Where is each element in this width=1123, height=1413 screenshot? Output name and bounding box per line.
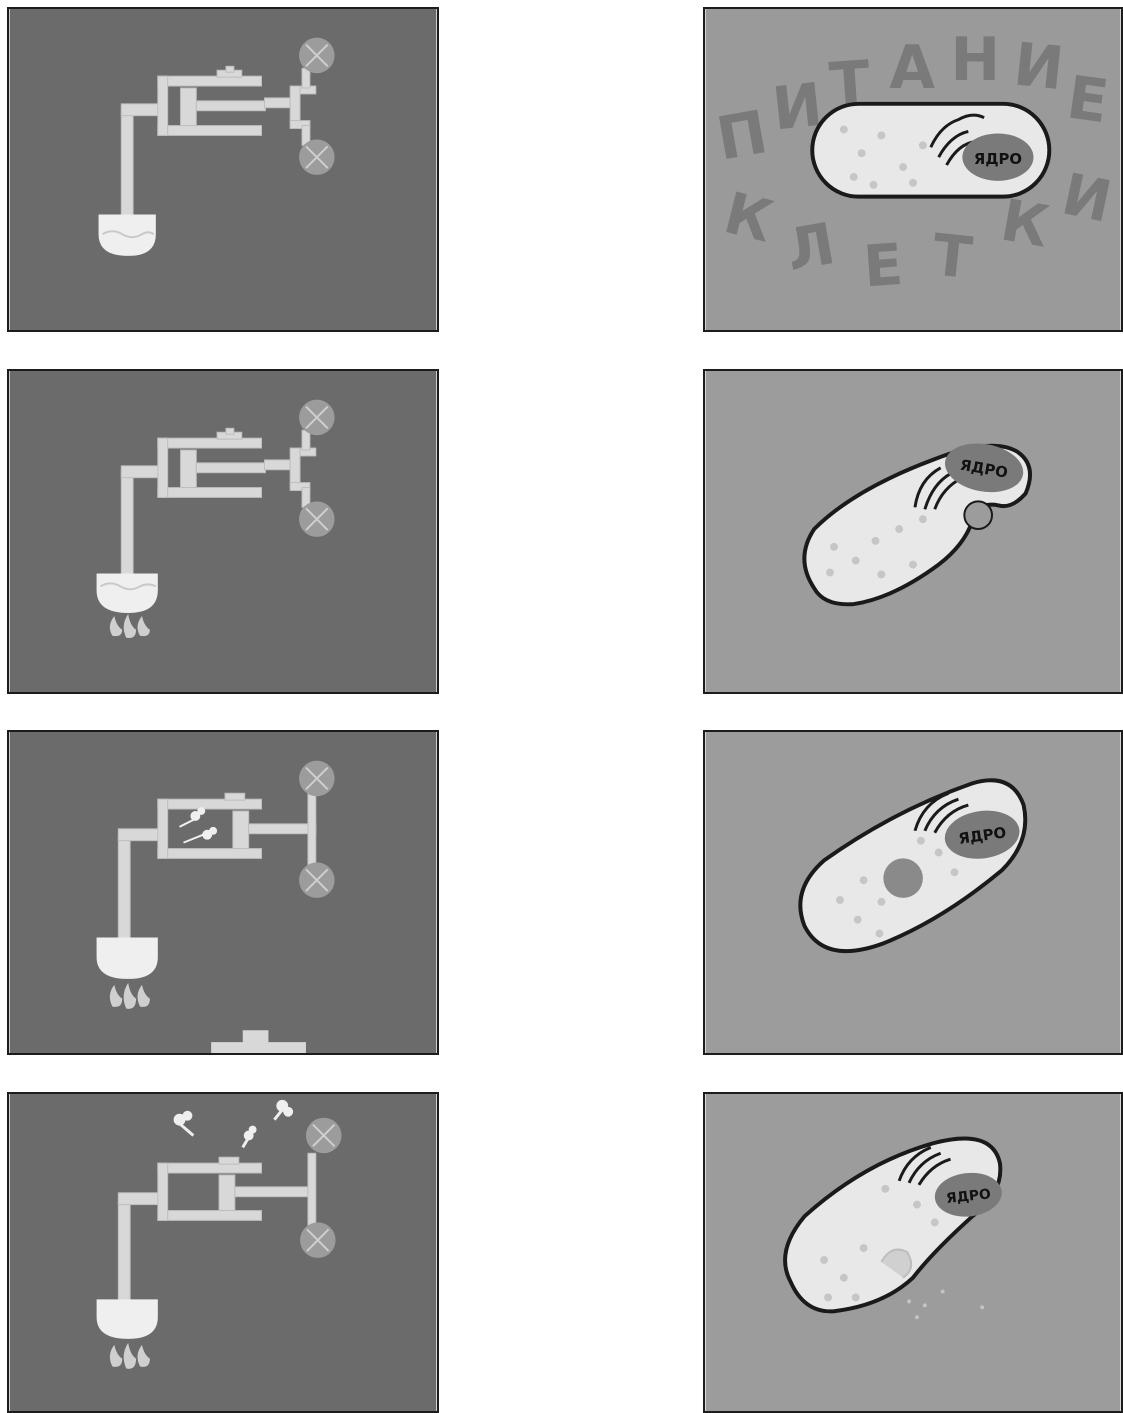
title-letter: А [889, 33, 935, 102]
title-letter: Н [951, 25, 1001, 94]
nucleus-label: ЯДРО [974, 151, 1022, 168]
title-letter: Т [929, 221, 975, 292]
engine-frame-2 [7, 369, 439, 694]
cell-frame-4: ЯДРО [703, 1092, 1123, 1413]
cell-frame-2: ЯДРО [703, 369, 1123, 694]
engine-illustration-1 [9, 9, 437, 330]
cell-illustration-4: ЯДРО [705, 1094, 1121, 1411]
cell-frame-1: П И Т А Н И Е К Л Е Т К И ЯДРО [703, 7, 1123, 332]
title-letter: И [1011, 29, 1068, 103]
title-letter: Е [861, 231, 905, 301]
engine-frame-4 [7, 1092, 439, 1413]
engine-illustration-4 [9, 1094, 437, 1411]
cell-frame-3: ЯДРО [703, 730, 1123, 1055]
engine-illustration-2 [9, 371, 437, 692]
cell-illustration-1: П И Т А Н И Е К Л Е Т К И ЯДРО [705, 9, 1121, 330]
engine-frame-1 [7, 7, 439, 332]
engine-illustration-3 [9, 732, 437, 1053]
engine-frame-3 [7, 730, 439, 1055]
cell-illustration-2: ЯДРО [705, 371, 1121, 692]
cell-illustration-3: ЯДРО [705, 732, 1121, 1053]
